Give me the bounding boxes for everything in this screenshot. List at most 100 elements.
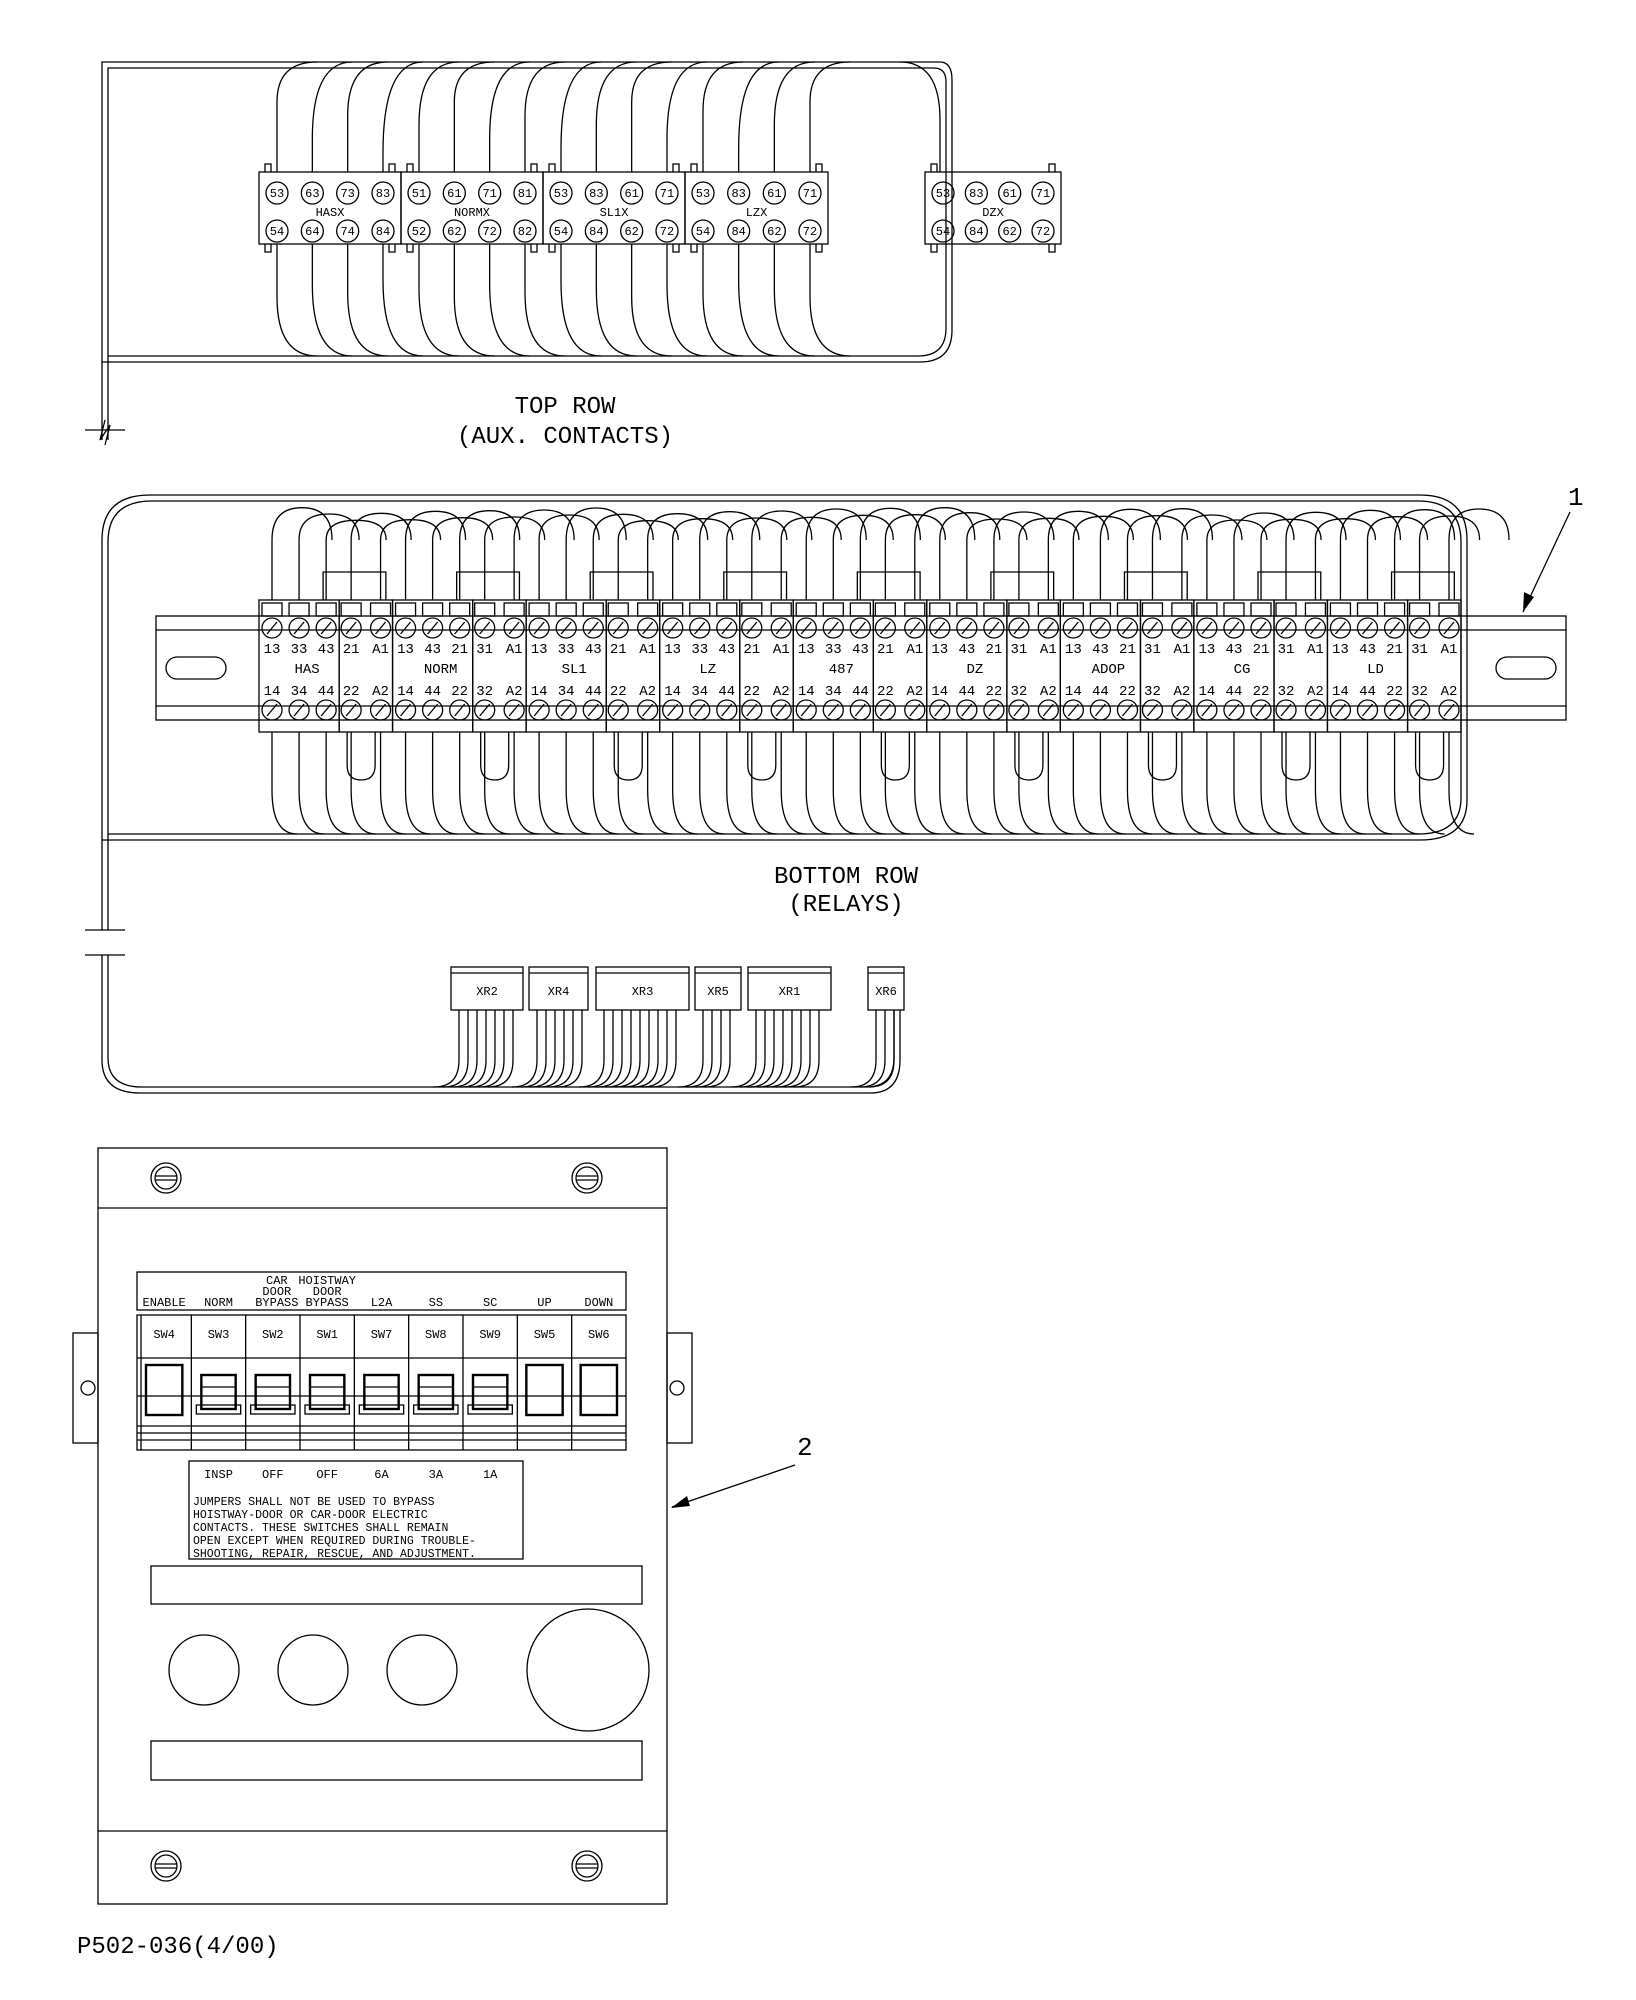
top-row-aux-contacts: HASX5354636473748384NORMX515261627172818… [258,163,1062,253]
wire [1448,732,1475,835]
block-body [924,171,1062,245]
terminal-number: 22 [451,684,468,700]
terminal-number: 44 [424,684,441,700]
wire [489,61,530,172]
wire [1418,732,1445,835]
terminal-number: 43 [1359,642,1376,658]
terminal-number: 72 [803,225,817,239]
warning-text-line: OPEN EXCEPT WHEN REQUIRED DURING TROUBLE… [193,1535,476,1548]
switch-sw7[interactable]: SW7 [353,1315,409,1450]
terminal-number: 21 [610,642,627,658]
terminal-number: 34 [291,684,308,700]
terminal-screw [983,617,1005,639]
terminal-screw [394,617,417,639]
terminal-screw [1037,617,1059,639]
terminal-number: A1 [1040,642,1057,658]
terminal-screw [637,699,659,721]
switch-rating: 1A [483,1468,498,1482]
terminal-screw [983,699,1005,721]
wire [311,61,353,172]
terminal-number: A2 [906,684,923,700]
connector-label: XR3 [632,985,654,999]
terminal-screw [874,699,897,721]
bottom-row-subtitle: (RELAYS) [788,892,903,919]
wire [647,732,673,835]
switch-sw5[interactable]: SW5 [516,1315,572,1450]
terminal-number: 83 [731,187,745,201]
mounting-bracket [72,1332,99,1444]
terminal-screw [904,699,926,721]
terminal-screw [288,699,310,721]
wire [1206,732,1232,835]
terminal-number: 31 [1011,642,1028,658]
wire [1047,732,1074,835]
switch-function-label: HOISTWAY [298,1274,356,1288]
terminal-number: A2 [773,684,790,700]
switch-rating: OFF [316,1468,338,1482]
terminal-screw [741,617,763,639]
block-label: HASX [316,206,345,220]
terminal-screw [478,181,502,205]
terminal-number: 84 [589,225,603,239]
terminal-number: 61 [447,187,461,201]
wire [276,244,318,357]
switch-sw2[interactable]: SW2 [245,1315,300,1450]
terminal-number: 13 [931,642,948,658]
callout-1: 1 [1568,483,1584,513]
terminal-number: 74 [340,225,354,239]
relay-label: 487 [829,662,854,678]
jumper-wire [1123,571,1188,600]
terminal-number: 72 [1036,225,1050,239]
terminal-number: 43 [718,642,735,658]
terminal-screw [1408,617,1431,639]
terminal-number: 84 [731,225,745,239]
switch-sw1[interactable]: SW1 [299,1315,355,1450]
jumper-wire [747,732,777,781]
wire [1099,508,1162,600]
terminal-number: 52 [412,225,426,239]
terminal-number: A1 [506,642,523,658]
switch-sw9[interactable]: SW9 [462,1315,518,1450]
terminal-screw [1089,699,1112,721]
wire [350,732,377,835]
terminal-number: 13 [264,642,281,658]
switch-sw6[interactable]: SW6 [571,1315,626,1450]
terminal-screw [1356,617,1379,639]
terminal-number: 62 [767,225,781,239]
terminal-number: A1 [372,642,389,658]
break-symbol [85,419,125,956]
terminal-number: 44 [1226,684,1243,700]
relay-aux-block [872,599,928,733]
terminal-number: 83 [969,187,983,201]
breaker-toggle-icon [254,1373,292,1411]
terminal-screw [528,617,550,639]
terminal-screw [513,219,537,243]
terminal-number: 22 [1119,684,1136,700]
terminal-number: A2 [639,684,656,700]
switch-id: SW1 [316,1328,338,1342]
jumper-wire [1281,732,1311,781]
terminal-screw [822,617,844,639]
switch-id: SW9 [479,1328,501,1342]
wire [311,244,353,357]
switch-sw8[interactable]: SW8 [408,1315,463,1450]
relay-aux-block [1006,599,1061,733]
terminal-screw [1196,699,1218,721]
terminal-screw [371,181,395,205]
wire [773,244,815,357]
terminal-number: 72 [660,225,674,239]
jumper-wire [1414,732,1445,781]
terminal-number: 54 [270,225,284,239]
switch-sw4[interactable]: SW4 [137,1328,192,1441]
terminal-number: 13 [798,642,815,658]
terminal-screw [607,617,629,639]
terminal-screw [662,617,684,639]
terminal-screw [1089,617,1112,639]
terminal-number: 14 [931,684,948,700]
switch-sw3[interactable]: SW3 [190,1315,246,1450]
terminal-screw [300,181,324,205]
terminal-screw [1250,699,1272,721]
